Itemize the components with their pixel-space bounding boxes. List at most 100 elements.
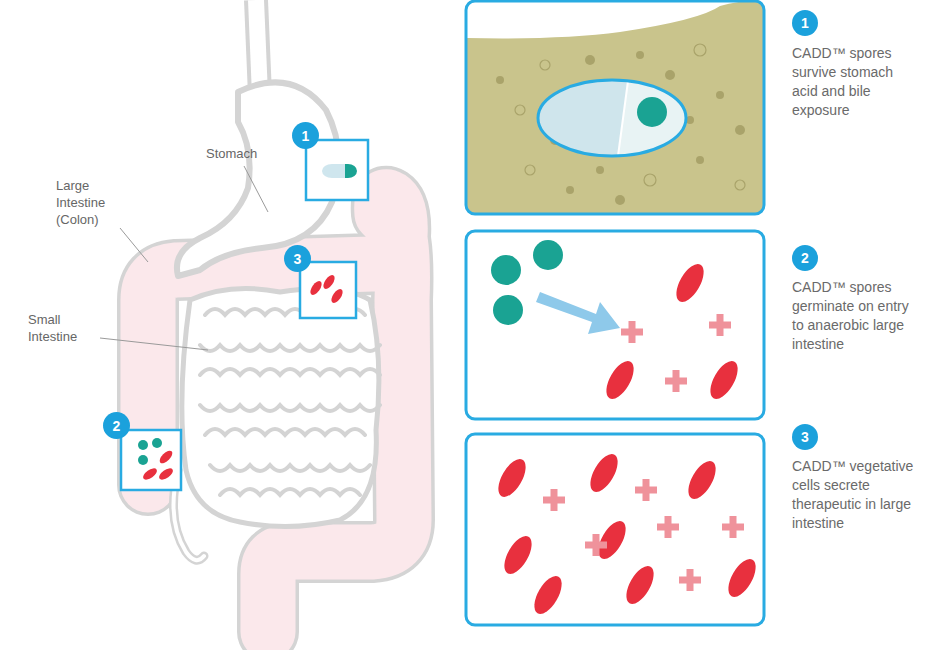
intestine-coil bbox=[200, 405, 380, 411]
callout-box bbox=[300, 262, 356, 318]
bile-particle bbox=[615, 195, 625, 205]
spore-outline bbox=[538, 80, 686, 156]
callout-number: 1 bbox=[792, 10, 818, 36]
organ-label: Large Intestine (Colon) bbox=[56, 178, 136, 229]
callout-box bbox=[121, 430, 181, 490]
bile-particle bbox=[696, 156, 704, 164]
spore-capsule bbox=[345, 164, 357, 178]
organ-label: Small Intestine bbox=[28, 312, 100, 346]
intestine-coil bbox=[210, 465, 370, 471]
spore-coat bbox=[538, 80, 686, 156]
bile-particle bbox=[496, 76, 504, 84]
acid-bubble bbox=[694, 44, 706, 56]
vegetative-cell bbox=[585, 450, 623, 496]
esophagus-outline bbox=[256, 0, 260, 95]
panel-secrete bbox=[466, 434, 764, 625]
acid-bubble bbox=[540, 60, 550, 70]
esophagus-fill bbox=[256, 0, 260, 95]
vegetative-cell bbox=[157, 466, 175, 482]
therapeutic-molecule bbox=[709, 314, 731, 336]
therapeutic-molecule bbox=[722, 516, 744, 538]
therapeutic-molecule bbox=[621, 321, 643, 343]
callout-number-text: 2 bbox=[801, 251, 809, 265]
bile-particle bbox=[596, 166, 604, 174]
callout-frame bbox=[300, 262, 356, 318]
bile-particle bbox=[735, 125, 745, 135]
callout-number-text: 3 bbox=[294, 252, 302, 266]
vegetative-cell bbox=[308, 279, 324, 297]
therapeutic-molecule bbox=[585, 534, 607, 556]
bile-particle bbox=[636, 51, 644, 59]
callout-number: 2 bbox=[103, 412, 130, 439]
vegetative-cell bbox=[321, 273, 337, 291]
bile-particle bbox=[665, 70, 675, 80]
leader-line bbox=[100, 338, 208, 350]
spore bbox=[138, 440, 148, 450]
callout-number-text: 1 bbox=[302, 129, 310, 143]
spore-divider bbox=[618, 81, 628, 156]
bile-particle bbox=[716, 91, 724, 99]
intestine-coil bbox=[205, 429, 365, 435]
stomach-contents bbox=[467, 2, 763, 213]
vegetative-cell bbox=[671, 260, 709, 306]
vegetative-cell bbox=[601, 357, 639, 403]
acid-bubble bbox=[644, 174, 656, 186]
spore bbox=[138, 455, 148, 465]
acid-bubble bbox=[515, 105, 525, 115]
spore bbox=[533, 240, 563, 270]
spore-coat bbox=[618, 81, 686, 156]
spore-capsule bbox=[322, 164, 345, 178]
panel-frame bbox=[466, 231, 764, 419]
acid-bubble bbox=[735, 180, 745, 190]
spore bbox=[491, 255, 521, 285]
organ-label: Stomach bbox=[206, 146, 276, 163]
panel-frame bbox=[466, 1, 764, 214]
therapeutic-molecule bbox=[665, 370, 687, 392]
acid-bubble bbox=[525, 165, 535, 175]
callout-frame bbox=[121, 430, 181, 490]
callout-number: 2 bbox=[792, 245, 818, 271]
spore-core bbox=[637, 97, 667, 127]
spore-coat bbox=[618, 81, 686, 156]
spore bbox=[493, 295, 523, 325]
vegetative-cell bbox=[705, 357, 743, 403]
vegetative-cell bbox=[529, 572, 567, 618]
step-description: CADD™ spores germinate on entry to anaer… bbox=[792, 278, 920, 354]
callout-box bbox=[306, 140, 368, 200]
leader-line bbox=[120, 228, 148, 262]
therapeutic-molecule bbox=[657, 516, 679, 538]
vegetative-cell bbox=[683, 457, 721, 503]
callout-number: 3 bbox=[792, 424, 818, 450]
vegetative-cell bbox=[621, 562, 659, 608]
germination-arrow bbox=[536, 292, 620, 334]
small-intestine bbox=[182, 288, 380, 526]
intestine-coil bbox=[200, 369, 380, 375]
intestine-coil bbox=[200, 345, 380, 351]
callout-number-text: 3 bbox=[801, 430, 809, 444]
callout-number-text: 2 bbox=[113, 419, 121, 433]
vegetative-cell bbox=[493, 455, 531, 501]
leader-line bbox=[244, 166, 268, 212]
vegetative-cell bbox=[141, 466, 159, 482]
vegetative-cell bbox=[723, 555, 761, 601]
callout-number-text: 1 bbox=[801, 16, 809, 30]
callout-number: 3 bbox=[284, 245, 311, 272]
callout-number: 1 bbox=[292, 122, 319, 149]
spore bbox=[152, 438, 162, 448]
therapeutic-molecule bbox=[679, 569, 701, 591]
bile-particle bbox=[566, 186, 574, 194]
vegetative-cell bbox=[499, 532, 537, 578]
vegetative-cell bbox=[329, 287, 345, 305]
therapeutic-molecule bbox=[543, 489, 565, 511]
panel-frame bbox=[466, 434, 764, 625]
therapeutic-molecule bbox=[635, 479, 657, 501]
step-description: CADD™ vegetative cells secrete therapeut… bbox=[792, 457, 920, 533]
intestine-coil bbox=[220, 489, 360, 495]
callout-frame bbox=[306, 140, 368, 200]
panel-stomach bbox=[466, 0, 770, 220]
bile-particle bbox=[585, 55, 595, 65]
stomach bbox=[177, 0, 339, 276]
vegetative-cell bbox=[158, 449, 175, 466]
panel-germinate bbox=[466, 231, 764, 419]
step-description: CADD™ spores survive stomach acid and bi… bbox=[792, 44, 920, 120]
